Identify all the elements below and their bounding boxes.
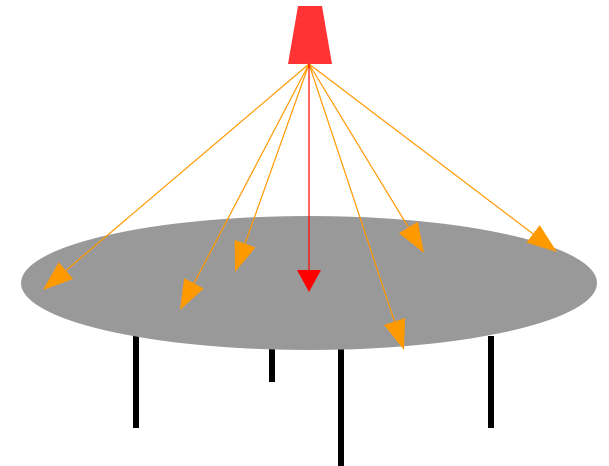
- ray-right-center-line: [309, 64, 408, 227]
- table-legs: [136, 336, 491, 466]
- lamp-icon: [288, 6, 332, 64]
- ray-far-right-line: [309, 64, 533, 234]
